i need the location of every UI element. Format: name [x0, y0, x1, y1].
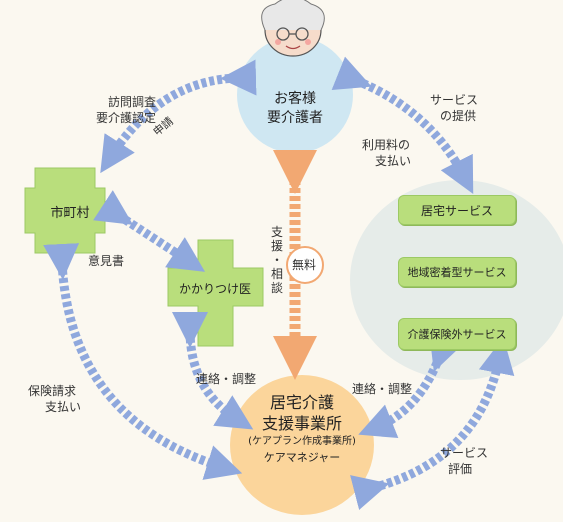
service-home: 居宅サービス [398, 195, 516, 225]
arrow-office-services-eval [350, 337, 515, 510]
service-non-insurance: 介護保険外サービス [398, 318, 516, 350]
label-liaison-right: 連絡・調整 [352, 382, 413, 396]
care-office-circle [230, 375, 374, 515]
arrow-customer-services [331, 56, 474, 195]
label-support-consult: 支援 ・ 相談 [270, 225, 284, 295]
city-label: 市町村 [50, 206, 90, 221]
customer-circle [237, 37, 353, 153]
label-support-consult-3: 相談 [270, 267, 283, 295]
care-office-line3: (ケアプラン作成事業所) [248, 436, 356, 447]
label-service-provision-2: の提供 [440, 109, 477, 123]
label-free: 無料 [292, 258, 317, 272]
service-community: 地域密着型サービス [398, 257, 516, 287]
label-service-provision-1: サービス [430, 93, 479, 107]
customer-line2: 要介護者 [267, 110, 323, 126]
customer-line1: お客様 [274, 91, 316, 107]
care-office-line4: ケアマネジャー [263, 451, 341, 464]
elderly-person-icon [261, 0, 325, 57]
label-service-eval-1: サービス [440, 446, 489, 460]
label-liaison-left: 連絡・調整 [196, 372, 257, 386]
arrow-city-office [43, 243, 243, 480]
care-office-line2: 支援事業所 [261, 414, 342, 433]
free-badge [286, 246, 324, 284]
label-insurance-claim-2: 支払い [45, 400, 82, 414]
label-support-consult-1: 支援 [270, 225, 283, 253]
label-insurance-claim-1: 保険請求 [28, 384, 77, 398]
label-support-consult-2: ・ [270, 253, 283, 267]
doctor-label: かかりつけ医 [178, 282, 252, 296]
customer-node: お客様 要介護者 [250, 90, 340, 128]
blue-arrows [43, 56, 515, 510]
care-office-line1: 居宅介護 [269, 393, 334, 412]
label-service-eval-2: 評価 [448, 462, 473, 476]
label-care-certification: 要介護認定 [96, 111, 157, 125]
label-visit-survey: 訪問調査 [108, 95, 157, 109]
label-fee-payment-1: 利用料の [362, 138, 411, 152]
label-fee-payment-2: 支払い [375, 154, 412, 168]
care-office-node: 居宅介護 支援事業所 (ケアプラン作成事業所) ケアマネジャー [230, 392, 374, 465]
arrow-customer-city [100, 59, 257, 174]
label-opinion: 意見書 [88, 254, 125, 268]
arrow-city-doctor [93, 190, 206, 272]
